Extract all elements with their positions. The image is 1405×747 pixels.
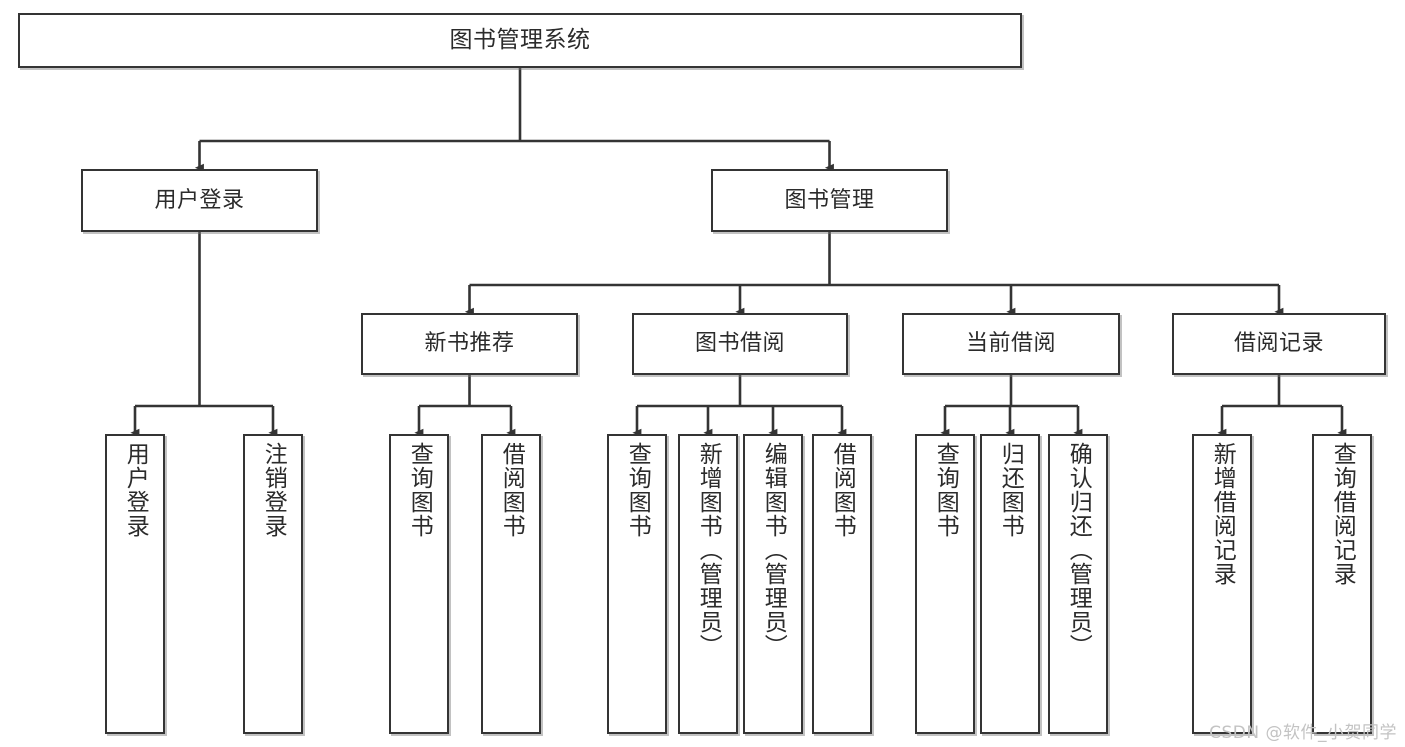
node-leaf-add-book-admin[interactable]: 新增图书（管理员）	[678, 434, 738, 734]
node-label: 查询图书	[406, 442, 433, 538]
node-label: 查询借阅记录	[1329, 442, 1356, 586]
node-label: 编辑图书（管理员）	[760, 442, 787, 658]
node-new-book-recommendation[interactable]: 新书推荐	[361, 313, 578, 375]
node-leaf-edit-book-admin[interactable]: 编辑图书（管理员）	[743, 434, 803, 734]
node-label: 图书管理	[784, 187, 875, 213]
node-leaf-user-logout[interactable]: 注销登录	[243, 434, 303, 734]
node-book-management[interactable]: 图书管理	[711, 169, 948, 232]
node-leaf-query-book-new-book[interactable]: 查询图书	[389, 434, 449, 734]
node-leaf-query-book-current[interactable]: 查询图书	[915, 434, 975, 734]
node-label: 归还图书	[997, 442, 1024, 538]
node-label: 用户登录	[122, 442, 149, 538]
node-label: 查询图书	[624, 442, 651, 538]
node-label: 新书推荐	[424, 331, 515, 357]
node-leaf-add-borrowing-record[interactable]: 新增借阅记录	[1192, 434, 1252, 734]
watermark-text: CSDN @软件_小贺同学	[1209, 723, 1397, 743]
node-label: 用户登录	[154, 187, 245, 213]
node-leaf-borrow-book-borrowing[interactable]: 借阅图书	[812, 434, 872, 734]
node-book-borrowing[interactable]: 图书借阅	[632, 313, 848, 375]
node-leaf-return-book[interactable]: 归还图书	[980, 434, 1040, 734]
node-root-book-management-system[interactable]: 图书管理系统	[18, 13, 1022, 68]
node-leaf-query-book-borrowing[interactable]: 查询图书	[607, 434, 667, 734]
node-leaf-confirm-return-admin[interactable]: 确认归还（管理员）	[1048, 434, 1108, 734]
node-leaf-user-login[interactable]: 用户登录	[105, 434, 165, 734]
node-user-login[interactable]: 用户登录	[81, 169, 318, 232]
node-label: 当前借阅	[965, 331, 1056, 357]
node-label: 新增图书（管理员）	[695, 442, 722, 658]
node-current-borrowing[interactable]: 当前借阅	[902, 313, 1120, 375]
node-label: 新增借阅记录	[1209, 442, 1236, 586]
node-label: 确认归还（管理员）	[1065, 442, 1092, 658]
node-leaf-query-borrowing-record[interactable]: 查询借阅记录	[1312, 434, 1372, 734]
node-borrowing-record[interactable]: 借阅记录	[1172, 313, 1386, 375]
node-label: 查询图书	[932, 442, 959, 538]
node-label: 图书管理系统	[449, 26, 591, 53]
node-label: 借阅图书	[498, 442, 525, 538]
node-label: 图书借阅	[694, 331, 785, 357]
node-label: 借阅图书	[829, 442, 856, 538]
node-label: 借阅记录	[1233, 331, 1324, 357]
node-label: 注销登录	[260, 442, 287, 538]
node-leaf-borrow-book-new-book[interactable]: 借阅图书	[481, 434, 541, 734]
